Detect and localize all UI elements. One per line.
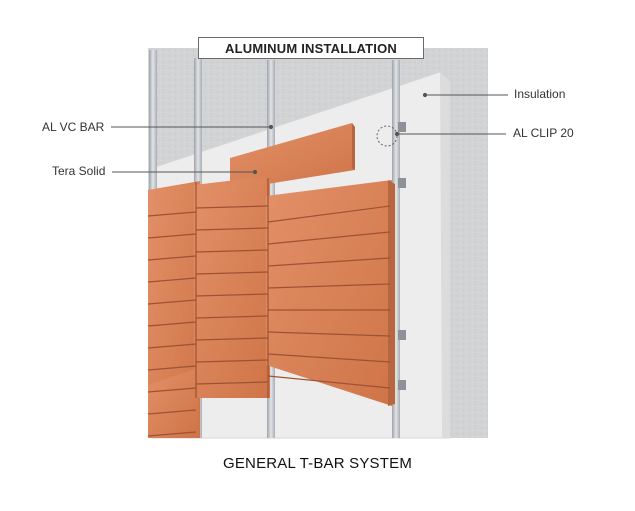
panel-joint bbox=[267, 331, 391, 337]
panel-joint bbox=[195, 381, 269, 385]
panel-joints bbox=[147, 178, 391, 437]
al-clip bbox=[398, 330, 406, 340]
panel-joint bbox=[267, 375, 391, 389]
panel-joint bbox=[195, 293, 269, 297]
callout-al-vc-bar: AL VC BAR bbox=[42, 120, 105, 134]
al-clip bbox=[398, 122, 406, 132]
panel-joint bbox=[195, 271, 269, 275]
panel-joint bbox=[147, 255, 197, 261]
panel-joint bbox=[267, 283, 391, 289]
panel-joint bbox=[195, 315, 269, 319]
insulation-edge bbox=[440, 72, 450, 438]
panel-joint bbox=[147, 431, 197, 437]
panel-joint bbox=[267, 231, 391, 245]
panel-joint bbox=[267, 353, 391, 363]
panel-joint bbox=[195, 227, 269, 231]
panel-joint bbox=[147, 233, 197, 239]
panel-joint bbox=[147, 299, 197, 305]
panel-joint bbox=[195, 359, 269, 363]
al-clip bbox=[398, 380, 406, 390]
panel-joint bbox=[147, 365, 197, 371]
panel-joint bbox=[147, 277, 197, 283]
panel-column-right bbox=[266, 180, 392, 406]
callout-insulation: Insulation bbox=[514, 87, 566, 101]
panel-joint bbox=[147, 321, 197, 327]
panel-joint bbox=[195, 205, 269, 209]
al-vc-bar bbox=[392, 60, 400, 438]
diagram-title: ALUMINUM INSTALLATION bbox=[198, 37, 424, 59]
panel-joint bbox=[147, 409, 197, 415]
callout-al-clip: AL CLIP 20 bbox=[513, 126, 574, 140]
tera-solid-panels bbox=[148, 176, 395, 438]
panel-joint bbox=[267, 205, 391, 223]
panel-joint bbox=[147, 387, 197, 393]
panel-joint bbox=[195, 337, 269, 341]
panel-joint bbox=[195, 249, 269, 253]
panel-joint bbox=[267, 257, 391, 267]
callout-tera-solid: Tera Solid bbox=[52, 164, 106, 178]
panel-bottom-step bbox=[148, 368, 198, 438]
panel-column-middle bbox=[194, 176, 270, 398]
floating-panel bbox=[230, 123, 355, 190]
leader-lines bbox=[111, 92, 508, 175]
panel-joint bbox=[147, 211, 197, 217]
panel-joint bbox=[147, 343, 197, 349]
al-clip bbox=[398, 178, 406, 188]
al-clips bbox=[398, 122, 406, 390]
panel-edge-right bbox=[388, 180, 395, 406]
diagram-caption: GENERAL T-BAR SYSTEM bbox=[222, 455, 413, 472]
